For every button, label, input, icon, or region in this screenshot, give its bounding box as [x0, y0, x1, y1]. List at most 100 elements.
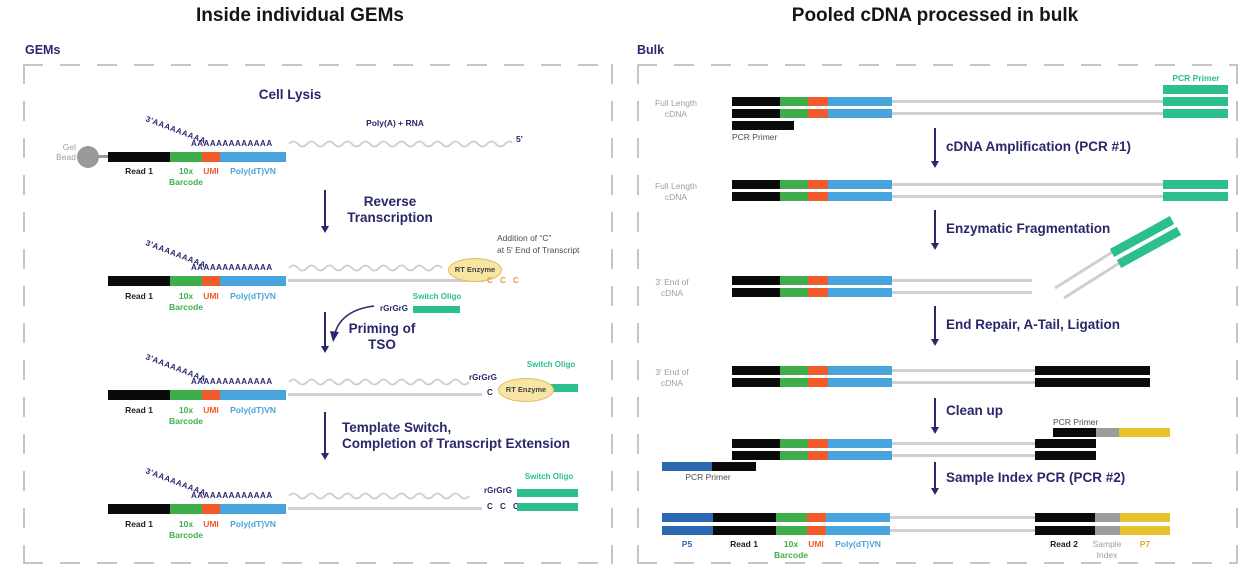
bulk-box-border-right	[1236, 64, 1238, 564]
step-template-switch-1: Template Switch,	[342, 420, 452, 435]
pcr-primer-bar-free	[1163, 85, 1228, 94]
step-end-repair: End Repair, A-Tail, Ligation	[946, 317, 1121, 332]
step-cdna-amplification: cDNA Amplification (PCR #1)	[946, 139, 1132, 154]
addition-note-1: Addition of “C”	[497, 233, 552, 243]
pcr-primer-label-black: PCR Primer	[732, 132, 778, 142]
pcr-primer-label-index: PCR Primer	[1053, 417, 1099, 427]
polydt-segment	[828, 451, 892, 460]
read1-segment	[732, 439, 780, 448]
barcode-label-2: Barcode	[168, 302, 204, 312]
read1-label: Read 1	[125, 519, 153, 529]
gems-box-border-top	[23, 64, 613, 66]
three-prime-cdna-label-1: 3' End of	[655, 367, 689, 377]
step-enzymatic-fragmentation: Enzymatic Fragmentation	[946, 221, 1111, 236]
switch-oligo-bar-bottom	[517, 503, 578, 511]
polydt-segment	[220, 276, 286, 286]
cdna-strand-line	[892, 195, 1163, 198]
read1-segment	[108, 276, 170, 286]
barcode-label-2: Barcode	[773, 550, 809, 560]
barcode-label-2: Barcode	[168, 530, 204, 540]
cdna-strand-line	[892, 112, 1163, 115]
p5-segment	[662, 526, 713, 535]
polydt-label: Poly(dT)VN	[230, 291, 276, 301]
umi-segment	[807, 513, 826, 522]
sample-index-label-1: Sample	[1092, 539, 1122, 549]
barcode-label-1: 10x	[178, 166, 194, 176]
switch-oligo-bar-top	[517, 489, 578, 497]
read2-label: Read 2	[1050, 539, 1078, 549]
pcr-primer-label-p5: PCR Primer	[685, 472, 731, 482]
read1-label: Read 1	[730, 539, 758, 549]
arrow-template-switch	[324, 412, 326, 457]
adapter-cap	[1035, 451, 1096, 460]
index-primer-sample	[1096, 428, 1119, 437]
step-cell-lysis: Cell Lysis	[258, 87, 322, 102]
step-sample-index-pcr: Sample Index PCR (PCR #2)	[946, 470, 1126, 485]
cleaved-fragment	[1054, 216, 1182, 300]
barcode-segment	[780, 439, 808, 448]
polydt-segment	[828, 378, 892, 387]
gems-box-border-bottom	[23, 562, 613, 564]
barcode-segment	[780, 180, 808, 189]
step-priming-tso-2: TSO	[368, 337, 396, 352]
polydt-segment	[220, 152, 286, 162]
bulk-box-border-left	[637, 64, 639, 564]
read1-segment	[732, 366, 780, 375]
polydt-label: Poly(dT)VN	[230, 166, 276, 176]
gems-box-label: GEMs	[25, 43, 61, 57]
ccc-bases-label: C C C	[487, 502, 522, 511]
barcode-label-1: 10x	[178, 519, 194, 529]
polydt-segment	[826, 513, 890, 522]
bulk-box-label: Bulk	[637, 43, 665, 57]
polydt-segment	[220, 390, 286, 400]
read1-segment	[732, 192, 780, 201]
umi-segment	[202, 504, 220, 514]
umi-segment	[808, 451, 828, 460]
read1-segment	[732, 276, 780, 285]
barcode-segment	[780, 97, 808, 106]
gel-bead	[77, 146, 99, 168]
read1-label: Read 1	[125, 291, 153, 301]
addition-note-2: at 5' End of Transcript	[497, 245, 580, 255]
umi-label: UMI	[203, 291, 219, 301]
adapter-cap	[1035, 378, 1150, 387]
umi-segment	[808, 109, 828, 118]
umi-segment	[202, 276, 220, 286]
umi-segment	[807, 526, 826, 535]
left-panel-title: Inside individual GEMs	[196, 5, 404, 26]
priming-curved-arrow	[330, 305, 375, 342]
umi-segment	[808, 439, 828, 448]
rna-wavy-line	[288, 140, 512, 148]
pcr-primer-cap	[1163, 192, 1228, 201]
gel-bead-stem	[98, 155, 110, 158]
read2-segment	[1035, 513, 1095, 522]
umi-segment	[808, 276, 828, 285]
bulk-box-border-top	[637, 64, 1238, 66]
read1-segment	[713, 526, 776, 535]
rgrgrg-label: rGrGrG	[483, 486, 512, 495]
pcr-primer-label-green: PCR Primer	[1172, 73, 1220, 83]
sample-index-segment	[1095, 513, 1120, 522]
p5-primer-black	[712, 462, 756, 471]
p5-segment	[662, 513, 713, 522]
polydt-segment	[828, 97, 892, 106]
umi-segment	[808, 180, 828, 189]
barcode-segment	[780, 109, 808, 118]
barcode-label-2: Barcode	[168, 416, 204, 426]
read1-segment	[732, 451, 780, 460]
barcode-label-1: 10x	[178, 291, 194, 301]
switch-oligo-label: Switch Oligo	[526, 360, 576, 369]
barcode-segment	[170, 504, 202, 514]
polydt-label: Poly(dT)VN	[230, 519, 276, 529]
barcode-segment	[780, 288, 808, 297]
polydt-segment	[828, 276, 892, 285]
polya-tail-flat: AAAAAAAAAAAAA	[191, 491, 273, 500]
barcode-segment	[776, 513, 807, 522]
full-length-cdna-label-2: cDNA	[664, 192, 688, 202]
index-primer-p7	[1119, 428, 1170, 437]
rna-wavy-line	[288, 264, 443, 272]
switch-oligo-label: Switch Oligo	[412, 292, 462, 301]
polydt-label: Poly(dT)VN	[835, 539, 881, 549]
arrow-sample-index-pcr	[934, 462, 936, 492]
gel-bead-label-1: Gel	[62, 142, 76, 152]
